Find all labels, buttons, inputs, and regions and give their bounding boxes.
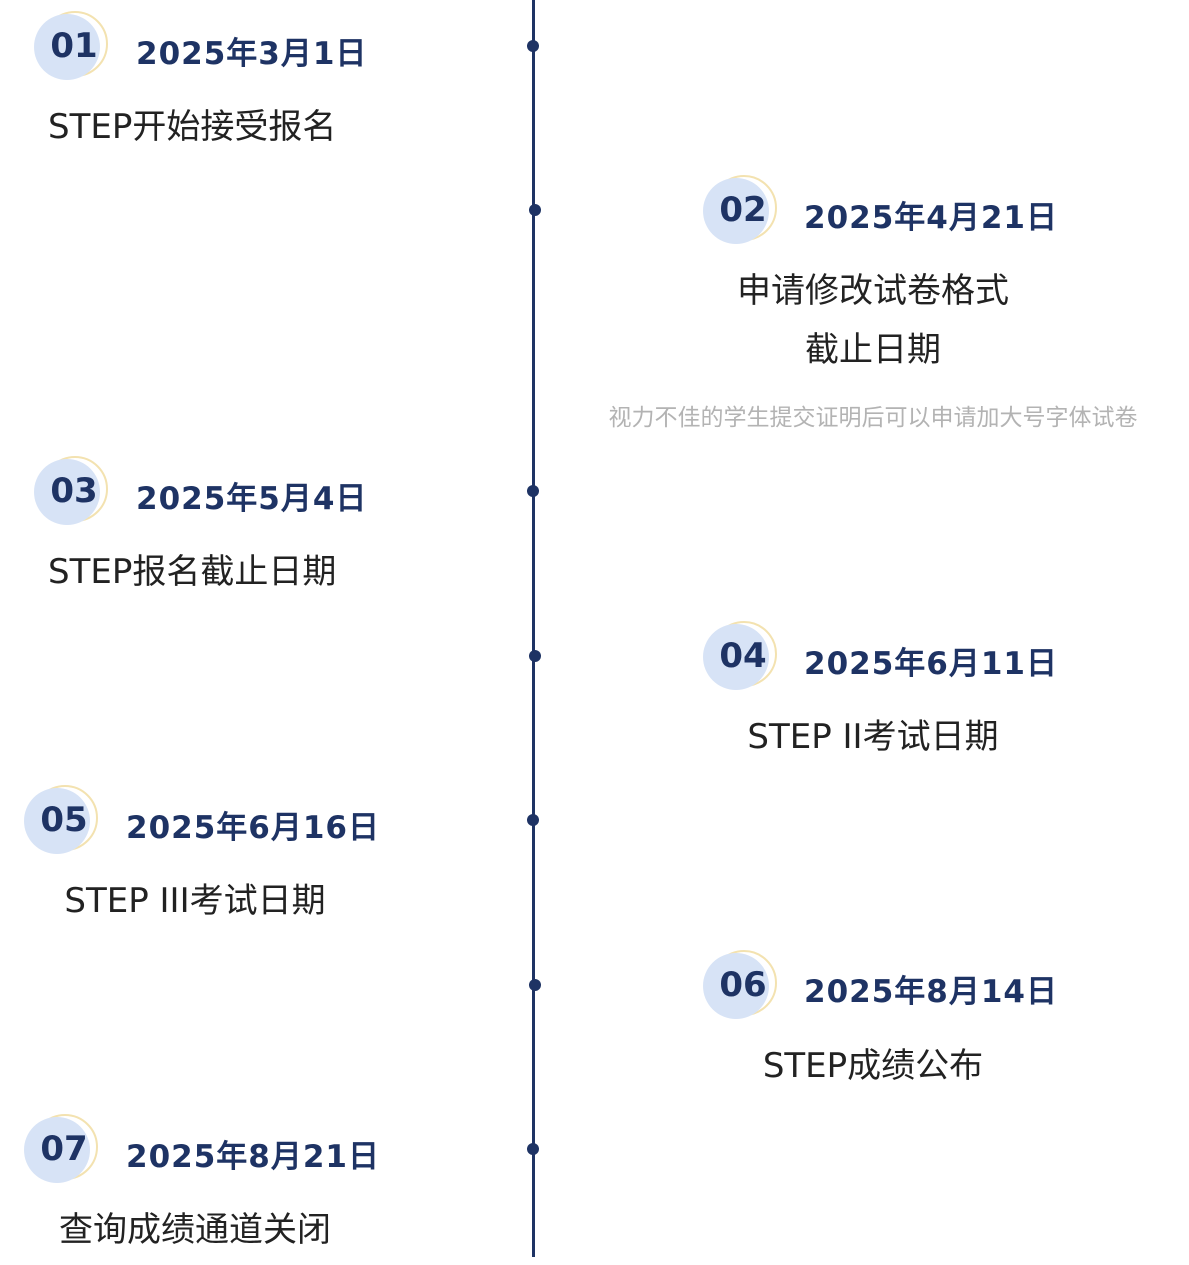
event-badge-07: 07 [24,1114,104,1184]
event-number: 02 [719,190,767,230]
event-badge-01: 01 [34,11,114,81]
event-title-line2: 截止日期 [805,330,941,370]
event-date: 2025年3月1日 [136,36,368,72]
event-title: STEP开始接受报名 [48,107,337,147]
event-number: 05 [40,800,88,840]
event-title: STEP报名截止日期 [48,552,337,592]
event-number: 04 [719,636,767,676]
timeline-dot-02 [529,204,541,216]
timeline-dot-07 [527,1143,539,1155]
badge-disk [34,459,100,525]
event-date: 2025年6月16日 [126,810,380,846]
timeline-dot-01 [527,40,539,52]
badge-disk [34,14,100,80]
event-date: 2025年8月14日 [804,974,1058,1010]
event-title: STEP成绩公布 [762,1046,984,1086]
event-note: 视力不佳的学生提交证明后可以申请加大号字体试卷 [608,405,1138,431]
badge-disk [703,624,769,690]
event-date: 2025年5月4日 [136,481,368,517]
event-badge-05: 05 [24,785,104,855]
timeline-dot-05 [527,814,539,826]
badge-disk [24,1117,90,1183]
event-badge-03: 03 [34,456,114,526]
event-number: 03 [50,471,98,511]
event-title: 查询成绩通道关闭 [59,1210,331,1250]
badge-disk [703,953,769,1019]
event-title: STEP II考试日期 [747,717,999,757]
event-badge-04: 04 [703,621,783,691]
timeline-line [532,0,535,1257]
badge-disk [703,178,769,244]
timeline-dot-03 [527,485,539,497]
event-title-line1: 申请修改试卷格式 [737,271,1009,311]
event-number: 07 [40,1129,88,1169]
event-badge-02: 02 [703,175,783,245]
event-number: 06 [719,965,767,1005]
event-date: 2025年6月11日 [804,646,1058,682]
event-date: 2025年4月21日 [804,200,1058,236]
event-title: STEP III考试日期 [64,881,326,921]
event-date: 2025年8月21日 [126,1139,380,1175]
event-badge-06: 06 [703,950,783,1020]
timeline-dot-06 [529,979,541,991]
timeline-dot-04 [529,650,541,662]
event-number: 01 [50,26,98,66]
badge-disk [24,788,90,854]
